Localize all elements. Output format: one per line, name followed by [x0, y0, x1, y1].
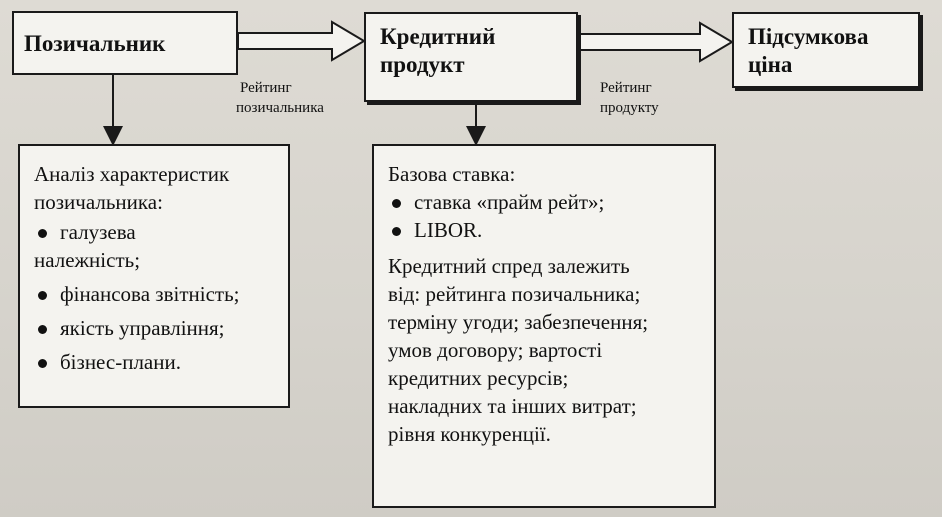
spread-line: накладних та інших витрат; — [388, 394, 637, 418]
analysis-heading-line1: Аналіз характеристик — [34, 162, 230, 186]
spread-line: рівня конкуренції. — [388, 422, 551, 446]
base-rate-list: ставка «прайм рейт»; LIBOR. — [388, 188, 706, 244]
credit-spread-text: Кредитний спред залежить від: рейтинга п… — [388, 252, 706, 448]
product-title-line2: продукт — [380, 52, 465, 77]
price-box: Підсумкова ціна — [732, 12, 920, 88]
spread-line: від: рейтинга позичальника; — [388, 282, 641, 306]
product-box: Кредитний продукт — [364, 12, 578, 102]
product-title-line1: Кредитний — [380, 24, 496, 49]
base-rate-heading: Базова ставка: — [388, 162, 516, 186]
price-title-line2: ціна — [748, 52, 793, 77]
borrower-to-product-arrow — [237, 20, 366, 62]
price-title-line1: Підсумкова — [748, 24, 869, 49]
spread-line: умов договору; вартості — [388, 338, 603, 362]
analysis-heading-line2: позичальника: — [34, 190, 163, 214]
spread-line: терміну угоди; забезпечення; — [388, 310, 649, 334]
borrower-title: Позичальник — [24, 31, 166, 56]
analysis-item-industry-cont: належність; — [34, 248, 141, 272]
product-to-price-arrow — [577, 21, 734, 63]
borrower-rating-label-line1: Рейтинг — [240, 80, 292, 96]
spread-line: кредитних ресурсів; — [388, 366, 569, 390]
base-rate-item-libor: LIBOR. — [388, 216, 706, 244]
analysis-item-business-plans: бізнес-плани. — [34, 348, 278, 376]
borrower-rating-label-line2: позичальника — [236, 100, 324, 116]
analysis-list: галузева належність; фінансова звітність… — [34, 218, 278, 376]
product-rating-label-line2: продукту — [600, 100, 659, 116]
spread-line: Кредитний спред залежить — [388, 254, 630, 278]
analysis-item-industry: галузева — [34, 218, 278, 246]
analysis-item-management: якість управління; — [34, 314, 278, 342]
base-rate-item-prime: ставка «прайм рейт»; — [388, 188, 706, 216]
base-rate-box: Базова ставка: ставка «прайм рейт»; LIBO… — [372, 144, 716, 508]
borrower-analysis-box: Аналіз характеристик позичальника: галуз… — [18, 144, 290, 408]
product-rating-label-line1: Рейтинг — [600, 80, 652, 96]
borrower-box: Позичальник — [12, 11, 238, 75]
analysis-item-financials: фінансова звітність; — [34, 280, 278, 308]
